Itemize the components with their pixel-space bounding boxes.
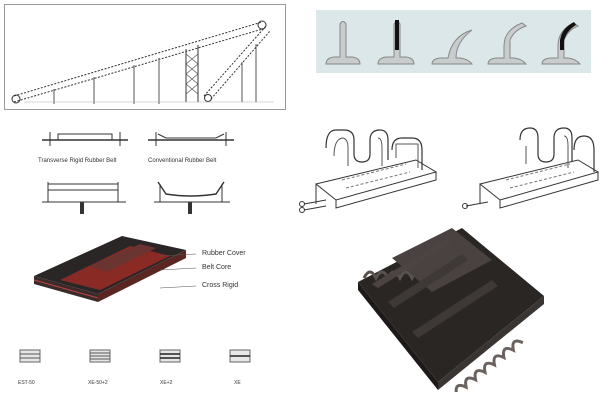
belt-cross-section-diagram [30,124,250,220]
conveyor-side-view-diagram [4,4,286,110]
sample-label-3: XE+2 [160,380,173,386]
sample-icon-2 [88,346,114,366]
sample-label-4: XE [234,380,241,386]
sidewall-belt-drawing-left [296,100,444,224]
cleat-profiles-panel [316,10,591,73]
layer-leader-lines [159,253,197,289]
curved-cleat-icon [431,29,474,65]
angled-cleat-icon [487,22,528,65]
belt-core-label: Belt Core [202,264,232,271]
reinforced-angled-cleat-icon [541,22,582,65]
sidewall-belt-drawing-right [460,100,605,224]
rubber-cover-label: Rubber Cover [202,250,246,257]
sample-label-1: EST-50 [18,380,35,386]
transverse-belt-label: Transverse Rigid Rubber Belt [38,158,117,164]
belt-layers-illustration [30,232,190,306]
sample-icon-3 [158,346,184,366]
cross-rigid-label: Cross Rigid [202,282,239,289]
sample-label-2: XE-50+2 [88,380,108,386]
t-cleat-icon [325,21,361,65]
reinforced-t-cleat-icon [377,20,415,65]
conventional-belt-label: Conventional Rubber Belt [148,158,217,164]
sample-icon-1 [18,346,44,366]
corrugated-sidewall-belt-image [352,222,548,392]
sample-icon-4 [228,346,254,366]
